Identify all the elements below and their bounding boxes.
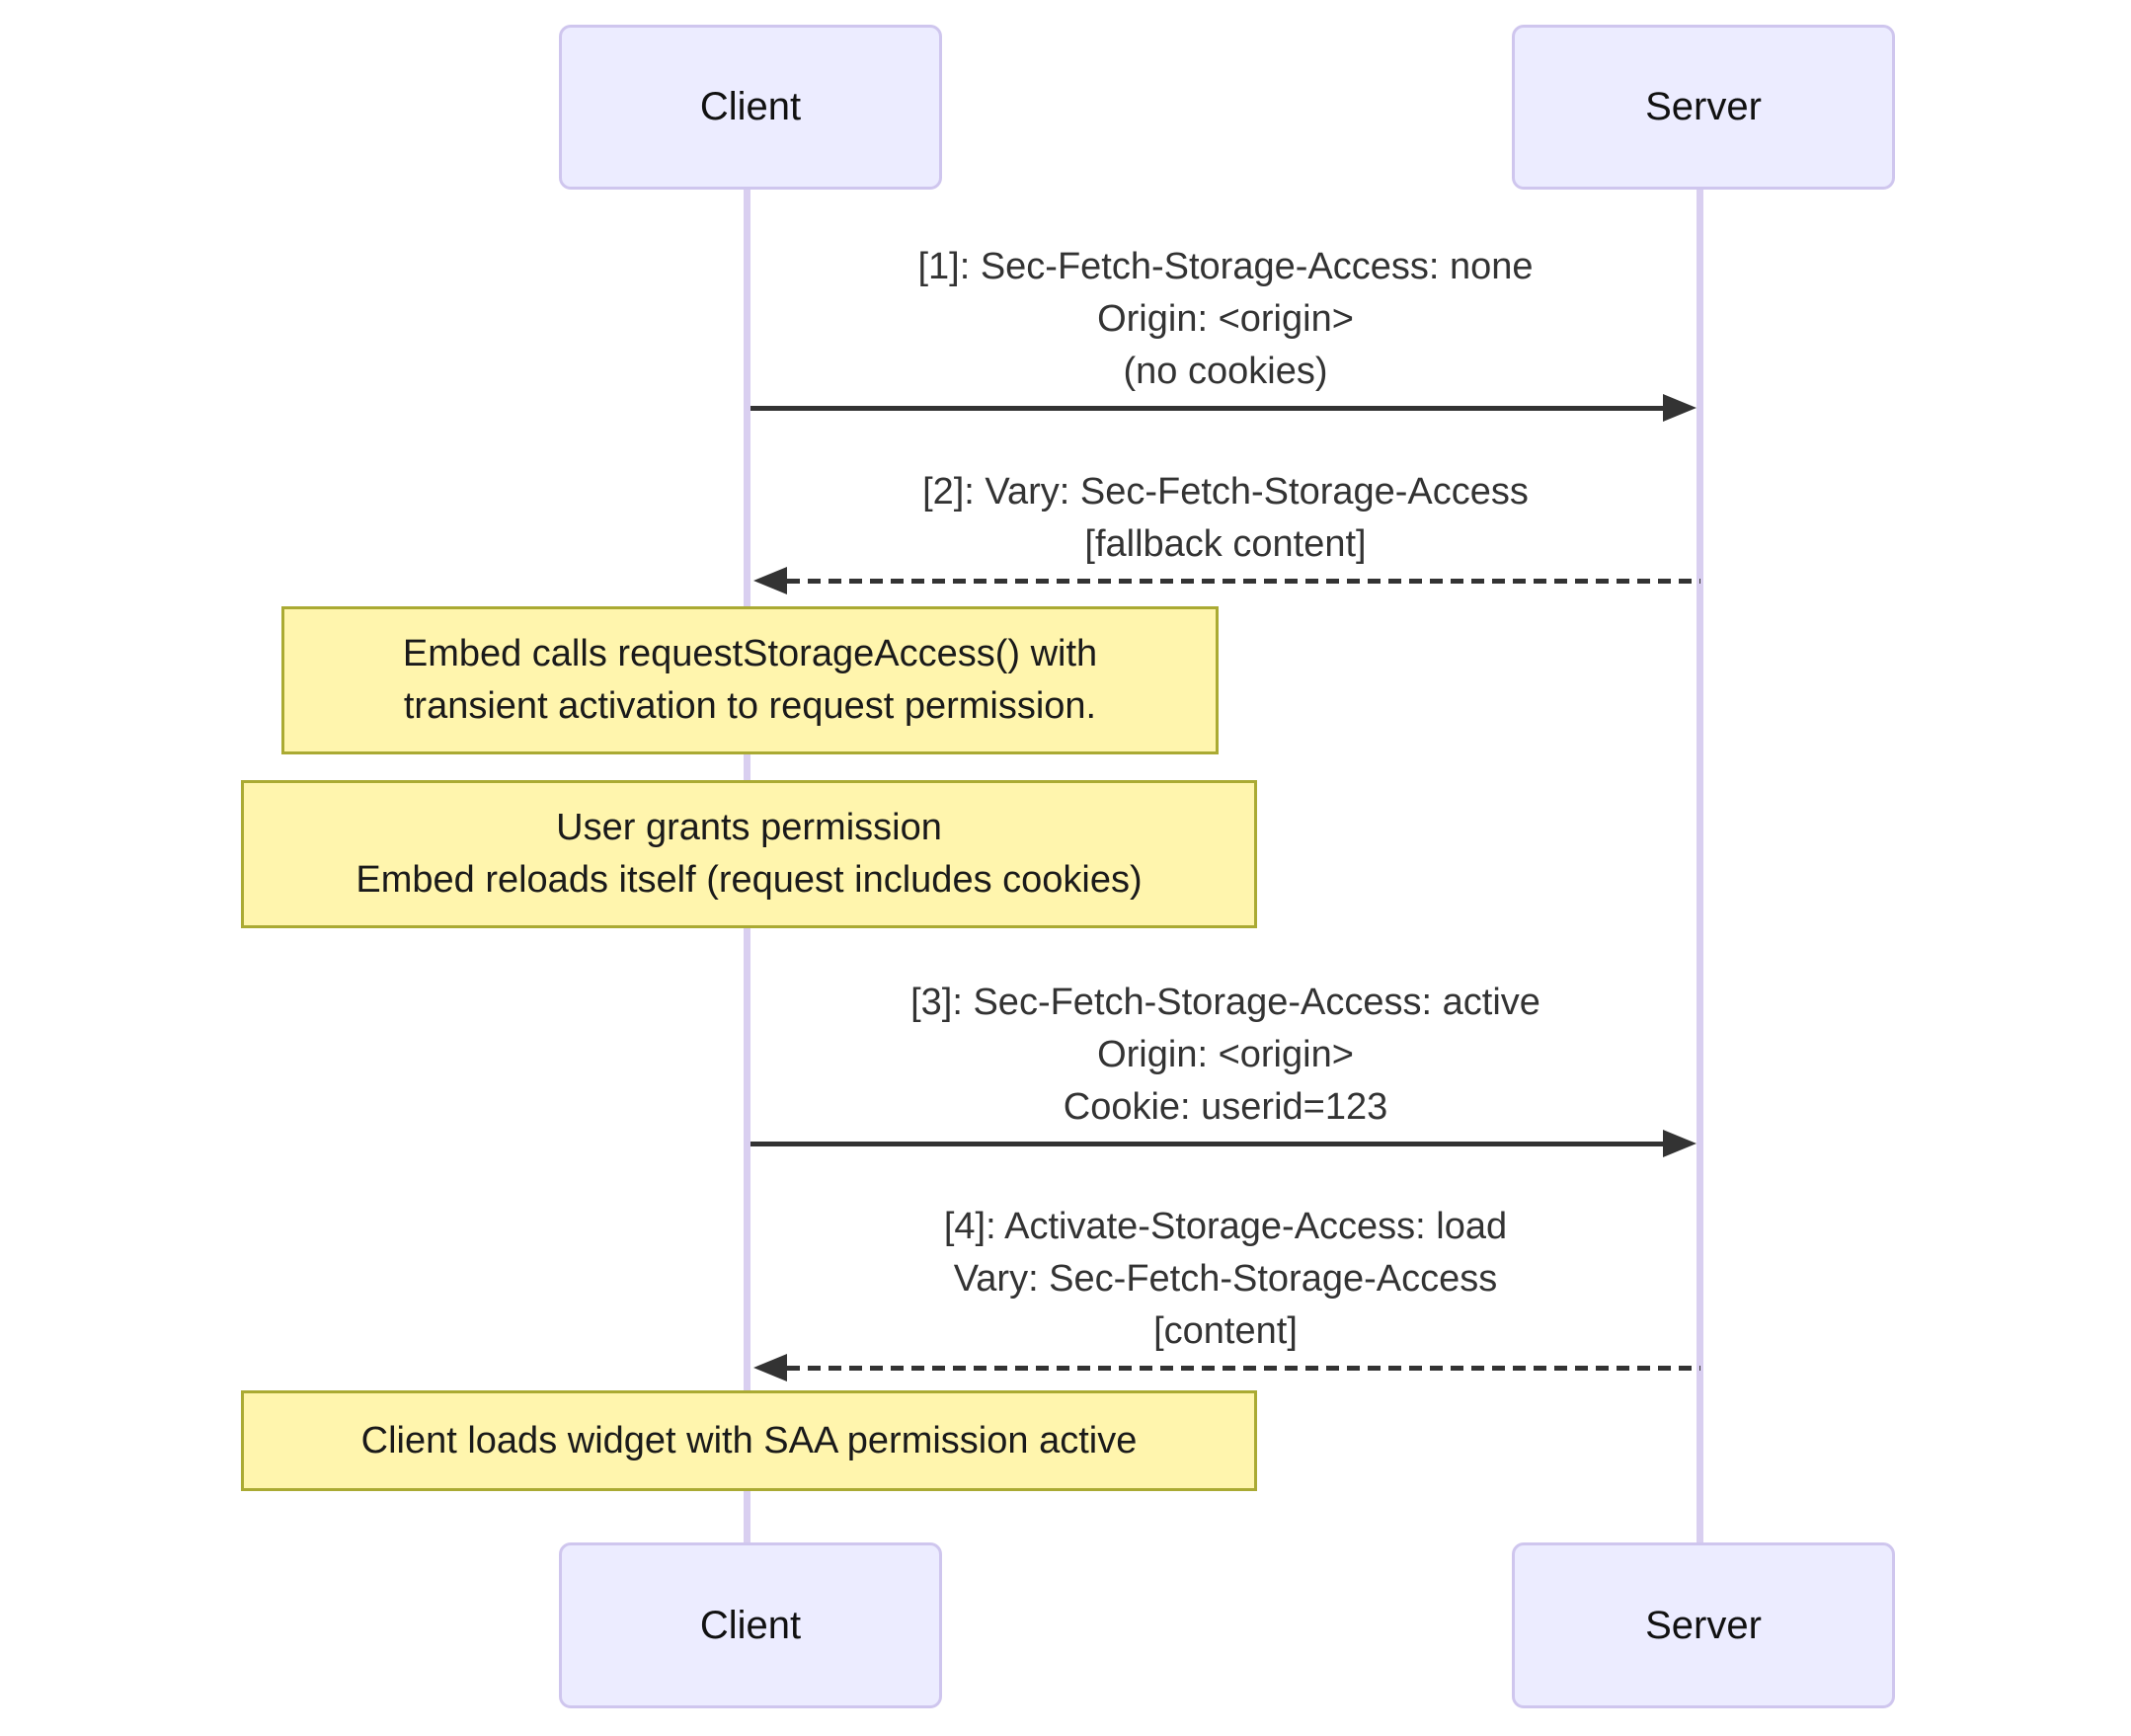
actor-client-bottom: Client	[559, 1542, 942, 1708]
message-4-line: Vary: Sec-Fetch-Storage-Access	[953, 1258, 1498, 1300]
message-2-text: [2]: Vary: Sec-Fetch-Storage-Access [fal…	[750, 466, 1700, 571]
note-client-loads-widget: Client loads widget with SAA permission …	[241, 1390, 1257, 1491]
note-2-line: User grants permission	[556, 807, 942, 848]
message-2-line: [fallback content]	[1084, 523, 1367, 565]
actor-server-bottom: Server	[1512, 1542, 1895, 1708]
actor-server-top-label: Server	[1645, 85, 1762, 128]
message-4-arrow-line	[787, 1366, 1700, 1371]
message-1-text: [1]: Sec-Fetch-Storage-Access: none Orig…	[750, 241, 1700, 398]
message-3-arrowhead-icon	[1663, 1130, 1697, 1157]
message-3-text: [3]: Sec-Fetch-Storage-Access: active Or…	[750, 977, 1700, 1134]
note-3-line: Client loads widget with SAA permission …	[360, 1419, 1138, 1461]
message-4-line: [4]: Activate-Storage-Access: load	[943, 1206, 1508, 1247]
actor-client-top-label: Client	[699, 85, 802, 128]
message-2-line: [2]: Vary: Sec-Fetch-Storage-Access	[922, 471, 1529, 513]
message-1-line: Origin: <origin>	[1097, 298, 1354, 340]
message-2-arrowhead-icon	[753, 567, 787, 594]
message-1-arrowhead-icon	[1663, 394, 1697, 422]
message-1-arrow-line	[750, 406, 1663, 411]
message-1-line: (no cookies)	[1123, 351, 1328, 392]
message-3-line: Cookie: userid=123	[1063, 1086, 1388, 1128]
message-1-line: [1]: Sec-Fetch-Storage-Access: none	[917, 246, 1534, 287]
message-4-text: [4]: Activate-Storage-Access: load Vary:…	[750, 1201, 1700, 1358]
message-2-arrow-line	[787, 579, 1700, 584]
actor-server-top: Server	[1512, 25, 1895, 190]
message-4-arrowhead-icon	[753, 1354, 787, 1381]
server-lifeline	[1697, 190, 1703, 1542]
note-1-line: transient activation to request permissi…	[403, 685, 1097, 727]
actor-client-bottom-label: Client	[699, 1603, 802, 1647]
message-4-line: [content]	[1153, 1310, 1298, 1352]
message-3-line: Origin: <origin>	[1097, 1034, 1354, 1075]
message-3-arrow-line	[750, 1142, 1663, 1146]
note-1-line: Embed calls requestStorageAccess() with	[402, 633, 1098, 674]
message-3-line: [3]: Sec-Fetch-Storage-Access: active	[910, 982, 1540, 1023]
note-user-grants-permission: User grants permission Embed reloads its…	[241, 780, 1257, 928]
note-request-storage-access: Embed calls requestStorageAccess() with …	[281, 606, 1219, 754]
note-2-line: Embed reloads itself (request includes c…	[355, 859, 1143, 901]
actor-client-top: Client	[559, 25, 942, 190]
actor-server-bottom-label: Server	[1645, 1603, 1762, 1647]
